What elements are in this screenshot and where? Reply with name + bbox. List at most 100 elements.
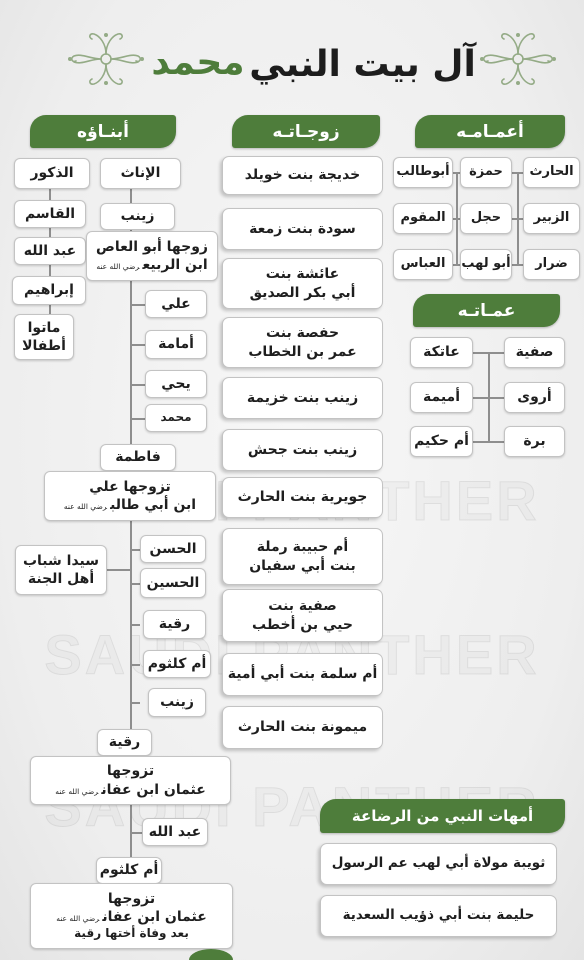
grandchild-box: عبد الله — [142, 818, 208, 846]
grandchild-box: محمد — [145, 404, 207, 432]
husband-line: زوجها أبو العاص — [96, 238, 208, 255]
floral-ornament-right-icon — [478, 26, 558, 92]
note-line: أهل الجنة — [27, 571, 95, 587]
grandchild-box: الحسين — [140, 568, 206, 598]
husband-line: ابن الربيعرضي الله عنه — [96, 256, 207, 274]
connector-line — [473, 397, 504, 399]
honorific: رضي الله عنه — [63, 502, 108, 511]
aunt-box: أروى — [504, 382, 565, 413]
husband-box: تزوجها عثمان ابن عفانرضي الله عنه — [30, 756, 231, 805]
aunt-box: عاتكة — [410, 337, 473, 368]
wife-box: أم سلمة بنت أبي أمية — [222, 653, 383, 696]
wife-name-line: صفية بنت — [268, 598, 337, 615]
connector-line — [512, 218, 523, 220]
note-line: ماتوا — [27, 319, 61, 336]
wife-box: حفصة بنت عمر بن الخطاب — [222, 317, 383, 368]
son-box: إبراهيم — [12, 276, 86, 305]
wife-name-line: بنت أبي سفيان — [249, 557, 356, 574]
connector-line — [473, 441, 504, 443]
connector-line — [107, 569, 131, 571]
wife-box: جويرية بنت الحارث — [222, 477, 383, 518]
wife-name-line: خديجة بنت خويلد — [244, 167, 361, 184]
connector-line — [131, 702, 140, 704]
wife-name-line: حيي بن أخطب — [252, 616, 353, 633]
wife-name-line: ميمونة بنت الحارث — [237, 719, 368, 736]
connector-line — [131, 832, 142, 834]
connector-line — [131, 624, 140, 626]
uncle-box: المقوم — [393, 203, 453, 234]
husband-line: عثمان ابن عفانرضي الله عنه — [55, 781, 206, 799]
daughter-box: زينب — [100, 203, 175, 230]
connector-line — [131, 418, 145, 420]
wife-name-line: سودة بنت زمعة — [249, 220, 356, 237]
husband-name: ابن أبي طالب — [110, 497, 197, 513]
aunt-box: صفية — [504, 337, 565, 368]
husband-line: عثمان ابن عفانرضي الله عنه — [56, 908, 207, 926]
grandchild-box: زينب — [148, 688, 206, 717]
daughter-box: أم كلثوم — [96, 857, 162, 884]
milk-mother-box: ثويبة مولاة أبي لهب عم الرسول — [320, 843, 557, 885]
wife-name-line: عائشة بنت — [265, 266, 340, 283]
uncle-box: ضرار — [523, 249, 580, 280]
connector-line — [512, 264, 523, 266]
note-line: أطفالا — [22, 338, 66, 354]
honorific: رضي الله عنه — [96, 262, 140, 271]
uncle-box: العباس — [393, 249, 453, 280]
honorific: رضي الله عنه — [56, 914, 100, 924]
aunt-box: أميمة — [410, 382, 473, 413]
connector-line — [453, 172, 460, 174]
husband-name: ابن الربيع — [142, 257, 208, 273]
connector-line — [453, 264, 460, 266]
uncle-box: الحارث — [523, 157, 580, 188]
uncle-box: أبوطالب — [393, 157, 453, 188]
milk-mother-box: حليمة بنت أبي ذؤيب السعدية — [320, 895, 557, 937]
connector-line — [131, 384, 145, 386]
husband-line: ابن أبي طالبرضي الله عنه — [64, 496, 196, 514]
daughter-box: فاطمة — [100, 444, 176, 471]
daughter-box: رقية — [97, 729, 152, 756]
wife-box: ميمونة بنت الحارث — [222, 706, 383, 749]
daughters-label-box: الإناث — [100, 158, 181, 189]
husband-box: تزوجها علي ابن أبي طالبرضي الله عنه — [44, 471, 216, 521]
grandchild-box: علي — [145, 290, 207, 318]
connector-line — [512, 172, 523, 174]
son-box: القاسم — [14, 200, 86, 228]
uncle-box: أبو لهب — [460, 249, 512, 280]
wife-box: سودة بنت زمعة — [222, 208, 383, 250]
wives-section-title: زوجـاتـه — [232, 115, 380, 148]
page-title: آل بيت النبي — [249, 43, 476, 85]
children-section-title: أبنـاؤه — [30, 115, 176, 148]
son-box: عبد الله — [14, 237, 86, 265]
wife-box: أم حبيبة رملة بنت أبي سفيان — [222, 528, 383, 585]
sons-note-box: ماتوا أطفالا — [14, 314, 74, 360]
bottom-ornament — [189, 949, 233, 960]
sons-label-box: الذكور — [14, 158, 90, 189]
wife-name-line: جويرية بنت الحارث — [237, 489, 368, 506]
husband-line: تزوجها — [106, 763, 155, 780]
aunt-box: أم حكيم — [410, 426, 473, 457]
wife-box: زينب بنت خزيمة — [222, 377, 383, 419]
wife-box: زينب بنت جحش — [222, 429, 383, 471]
wife-box: صفية بنت حيي بن أخطب — [222, 589, 383, 642]
wife-name-line: حفصة بنت — [265, 325, 340, 342]
hasan-husayn-note-box: سيدا شباب أهل الجنة — [15, 545, 107, 595]
connector-line — [130, 189, 132, 870]
connector-line — [131, 583, 140, 585]
connector-line — [131, 304, 145, 306]
connector-line — [473, 352, 504, 354]
wife-name-line: أم حبيبة رملة — [256, 539, 349, 556]
husband-box: تزوجها عثمان ابن عفانرضي الله عنه بعد وف… — [30, 883, 233, 949]
prophet-name-calligraphy: محمد — [151, 41, 245, 83]
grandchild-box: أمامة — [145, 330, 207, 359]
floral-ornament-left-icon — [66, 26, 146, 92]
husband-line: تزوجها علي — [89, 478, 171, 495]
wife-name-line: عمر بن الخطاب — [248, 343, 357, 360]
aunt-box: برة — [504, 426, 565, 457]
uncles-section-title: أعمـامـه — [415, 115, 565, 148]
husband-name: عثمان ابن عفان — [101, 781, 206, 798]
grandchild-box: أم كلثوم — [143, 650, 211, 678]
wife-name-line: زينب بنت خزيمة — [246, 389, 359, 406]
milk-mothers-section-title: أمهات النبي من الرضاعة — [320, 799, 565, 833]
uncle-box: حجل — [460, 203, 512, 234]
